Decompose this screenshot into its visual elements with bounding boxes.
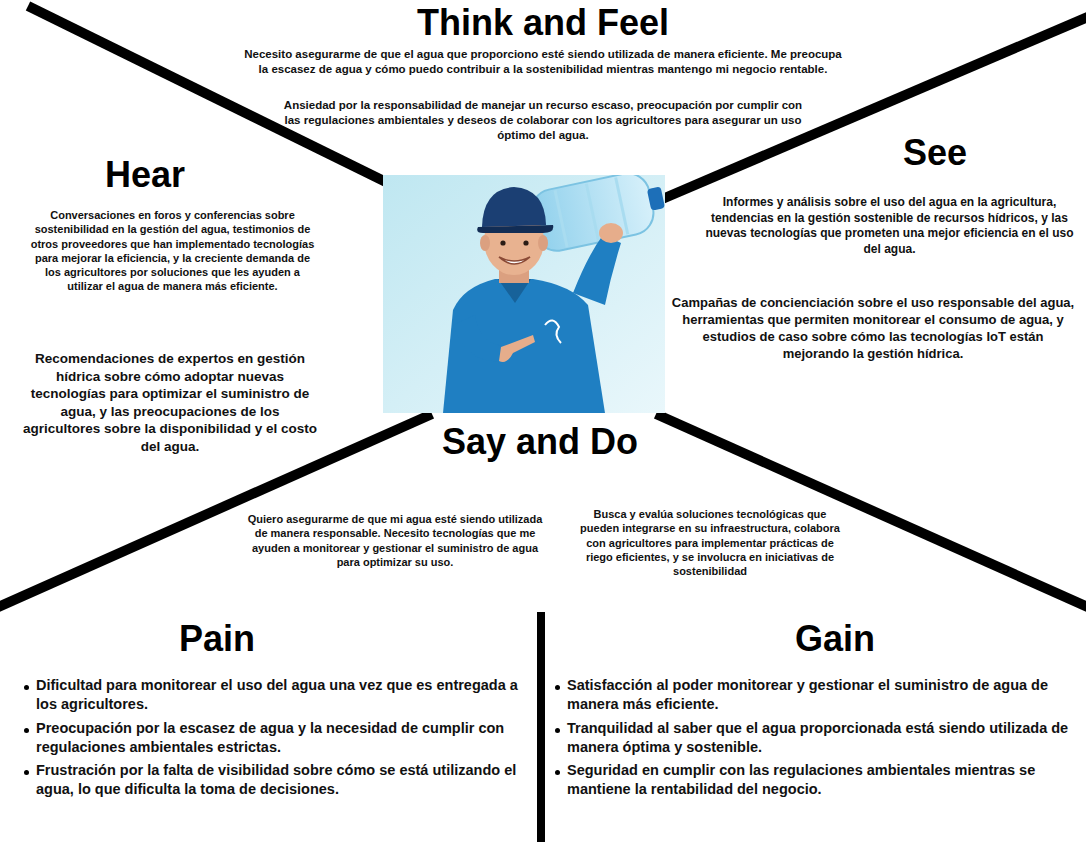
bullet-text: Frustración por la falta de visibilidad … (36, 761, 530, 800)
bullet-dot (24, 728, 29, 733)
bullet-text: Preocupación por la escasez de agua y la… (36, 719, 530, 758)
map-section: HearConversaciones en foros y conferenci… (15, 150, 325, 470)
bullet-text: Dificultad para monitorear el uso del ag… (36, 676, 530, 715)
section-text: Quiero asegurarme de que mi agua esté si… (245, 512, 545, 569)
bullet-dot (555, 728, 560, 733)
section-text: Recomendaciones de expertos en gestión h… (20, 350, 320, 455)
map-section: Say and Do Quiero asegurarme de que mi ag… (240, 418, 850, 608)
bullet-text: Tranquilidad al saber que el agua propor… (567, 719, 1077, 758)
section-text: Necesito asegurarme de que el agua que p… (240, 47, 846, 77)
section-heading: Pain (117, 618, 317, 659)
section-heading: Say and Do (425, 421, 655, 462)
bullet-item: Seguridad en cumplir con las regulacione… (553, 761, 1077, 800)
section-heading: Gain (735, 618, 935, 659)
bullet-item: Preocupación por la escasez de agua y la… (22, 719, 530, 758)
bullet-dot (24, 770, 29, 775)
section-heading: Hear (45, 154, 245, 195)
bullet-dot (555, 770, 560, 775)
section-heading: See (835, 132, 1035, 173)
section-text: Busca y evalúa soluciones tecnológicas q… (575, 507, 845, 578)
section-text: Conversaciones en foros y conferencias s… (30, 208, 315, 294)
section-text: Ansiedad por la responsabilidad de manej… (280, 98, 806, 143)
section-heading: Think and Feel (240, 2, 846, 43)
divider-line (28, 6, 390, 184)
map-section: SeeInformes y análisis sobre el uso del … (665, 130, 1081, 380)
bullet-list: Dificultad para monitorear el uso del ag… (22, 676, 530, 804)
bullet-text: Satisfacción al poder monitorear y gesti… (567, 676, 1077, 715)
map-section: Think and FeelNecesito asegurarme de que… (240, 0, 846, 150)
bullet-dot (24, 685, 29, 690)
map-section: Dificultad para monitorear el uso del ag… (0, 612, 535, 842)
bullet-text: Seguridad en cumplir con las regulacione… (567, 761, 1077, 800)
bullet-item: Tranquilidad al saber que el agua propor… (553, 719, 1077, 758)
bullet-dot (555, 685, 560, 690)
section-text: Campañas de concienciación sobre el uso … (668, 295, 1078, 363)
bullet-list: Satisfacción al poder monitorear y gesti… (553, 676, 1077, 804)
bullet-item: Frustración por la falta de visibilidad … (22, 761, 530, 800)
section-text: Informes y análisis sobre el uso del agu… (702, 195, 1077, 257)
map-section: Satisfacción al poder monitorear y gesti… (547, 612, 1086, 842)
vertical-divider (537, 612, 545, 842)
bullet-item: Dificultad para monitorear el uso del ag… (22, 676, 530, 715)
bullet-item: Satisfacción al poder monitorear y gesti… (553, 676, 1077, 715)
divider-line (0, 414, 432, 608)
person-illustration (383, 175, 665, 413)
